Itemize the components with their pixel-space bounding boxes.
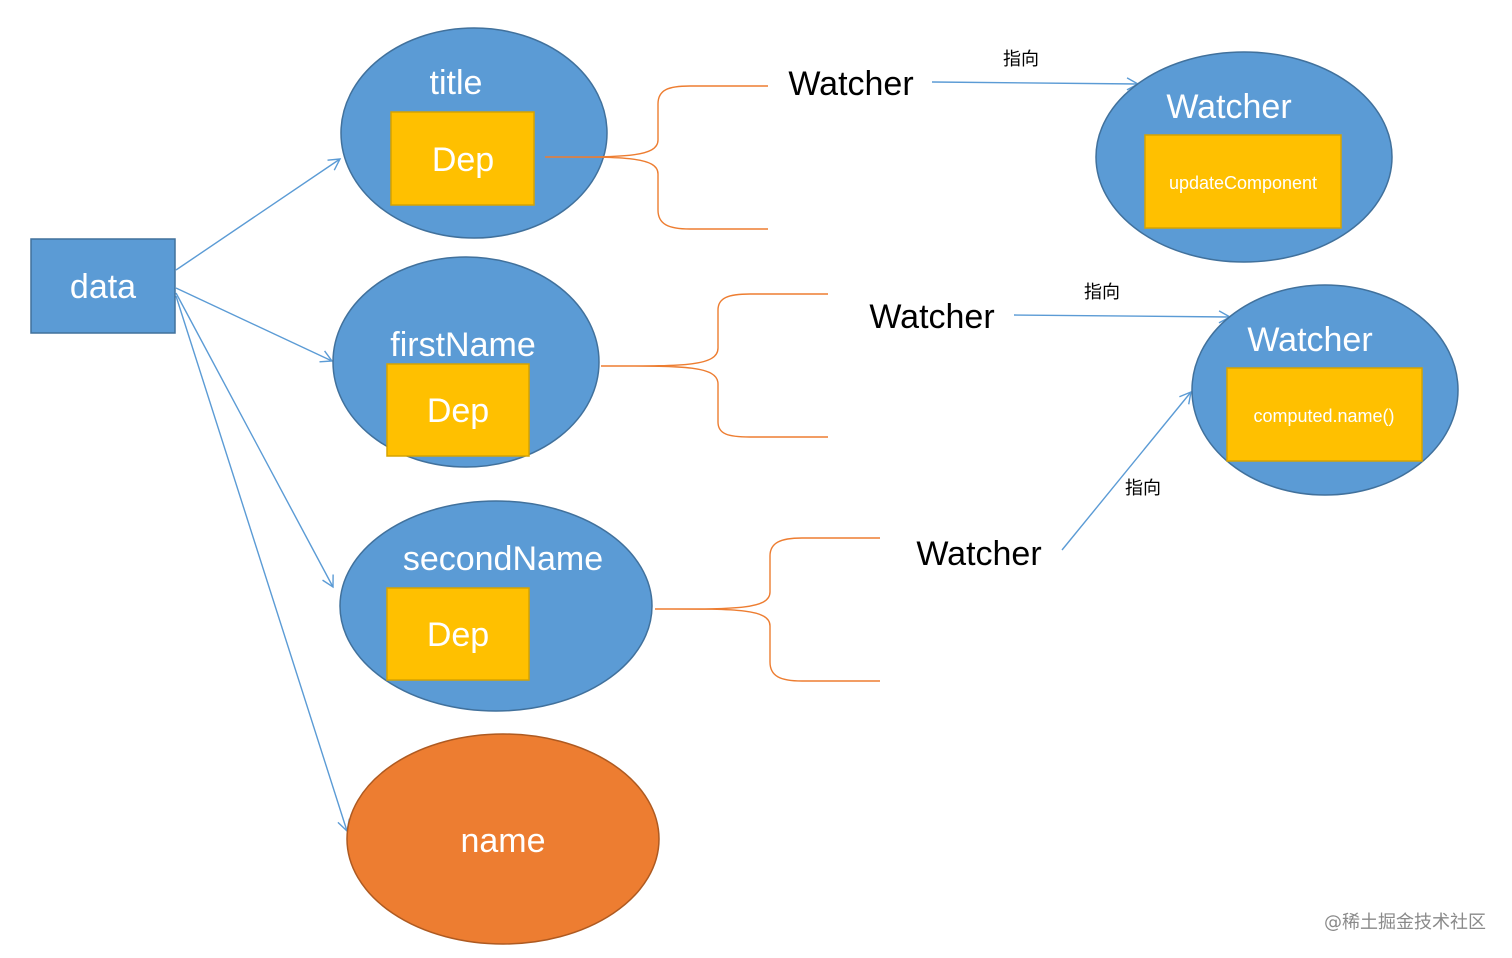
data-to-props-arrows [175, 158, 351, 833]
watcher-fn-box [1144, 134, 1342, 229]
arrow-watcher-to-update [931, 77, 1140, 91]
arrow-label-3: 指向 [1125, 478, 1161, 499]
watcher-node-update-component: Watcher updateComponent [1095, 51, 1393, 263]
watcher-node-label: Watcher [1166, 88, 1291, 126]
watcher-fn-label: updateComponent [1169, 173, 1317, 193]
watcher-node-computed-name: Watcher computed.name() [1191, 284, 1459, 496]
watermark: @稀土掘金技术社区 [1324, 912, 1486, 933]
watcher-label-secondname: Watcher [916, 535, 1041, 573]
prop-label: firstName [390, 326, 535, 364]
dep-box [386, 587, 530, 681]
dep-box [390, 111, 535, 206]
watcher-fn-label: computed.name() [1253, 406, 1394, 426]
bracket-firstname [600, 293, 828, 438]
arrow-watcher-to-computed-1 [1013, 310, 1232, 324]
watcher-node-label: Watcher [1247, 321, 1372, 359]
arrow-data-to-title [175, 158, 342, 271]
bracket-secondname [654, 537, 880, 682]
arrow-label-2: 指向 [1084, 282, 1120, 303]
prop-label: secondName [403, 540, 603, 578]
arrow-data-to-secondname [175, 292, 334, 589]
watcher-fn-box [1226, 367, 1423, 462]
dep-box [386, 363, 530, 457]
arrow-data-to-name [175, 295, 351, 833]
bracket-title [544, 85, 768, 230]
dep-label: Dep [432, 141, 494, 179]
prop-label: title [430, 64, 483, 102]
computed-label: name [460, 822, 545, 860]
arrow-data-to-firstname [175, 287, 334, 363]
prop-node-secondname: secondName Dep [339, 500, 653, 712]
watcher-label-title: Watcher [788, 65, 913, 103]
dep-subscriber-brackets [544, 85, 880, 682]
arrow-label-1: 指向 [1003, 49, 1039, 70]
dep-label: Dep [427, 392, 489, 430]
prop-node-title: title Dep [340, 27, 608, 239]
watcher-pointer-arrows [931, 77, 1232, 551]
watcher-label-firstname: Watcher [869, 298, 994, 336]
computed-node-name: name [346, 733, 660, 945]
data-box-label: data [70, 268, 136, 306]
data-box: data [30, 238, 176, 334]
arrow-watcher-to-computed-2 [1061, 390, 1192, 551]
prop-node-firstname: firstName Dep [332, 256, 600, 468]
dep-label: Dep [427, 616, 489, 654]
